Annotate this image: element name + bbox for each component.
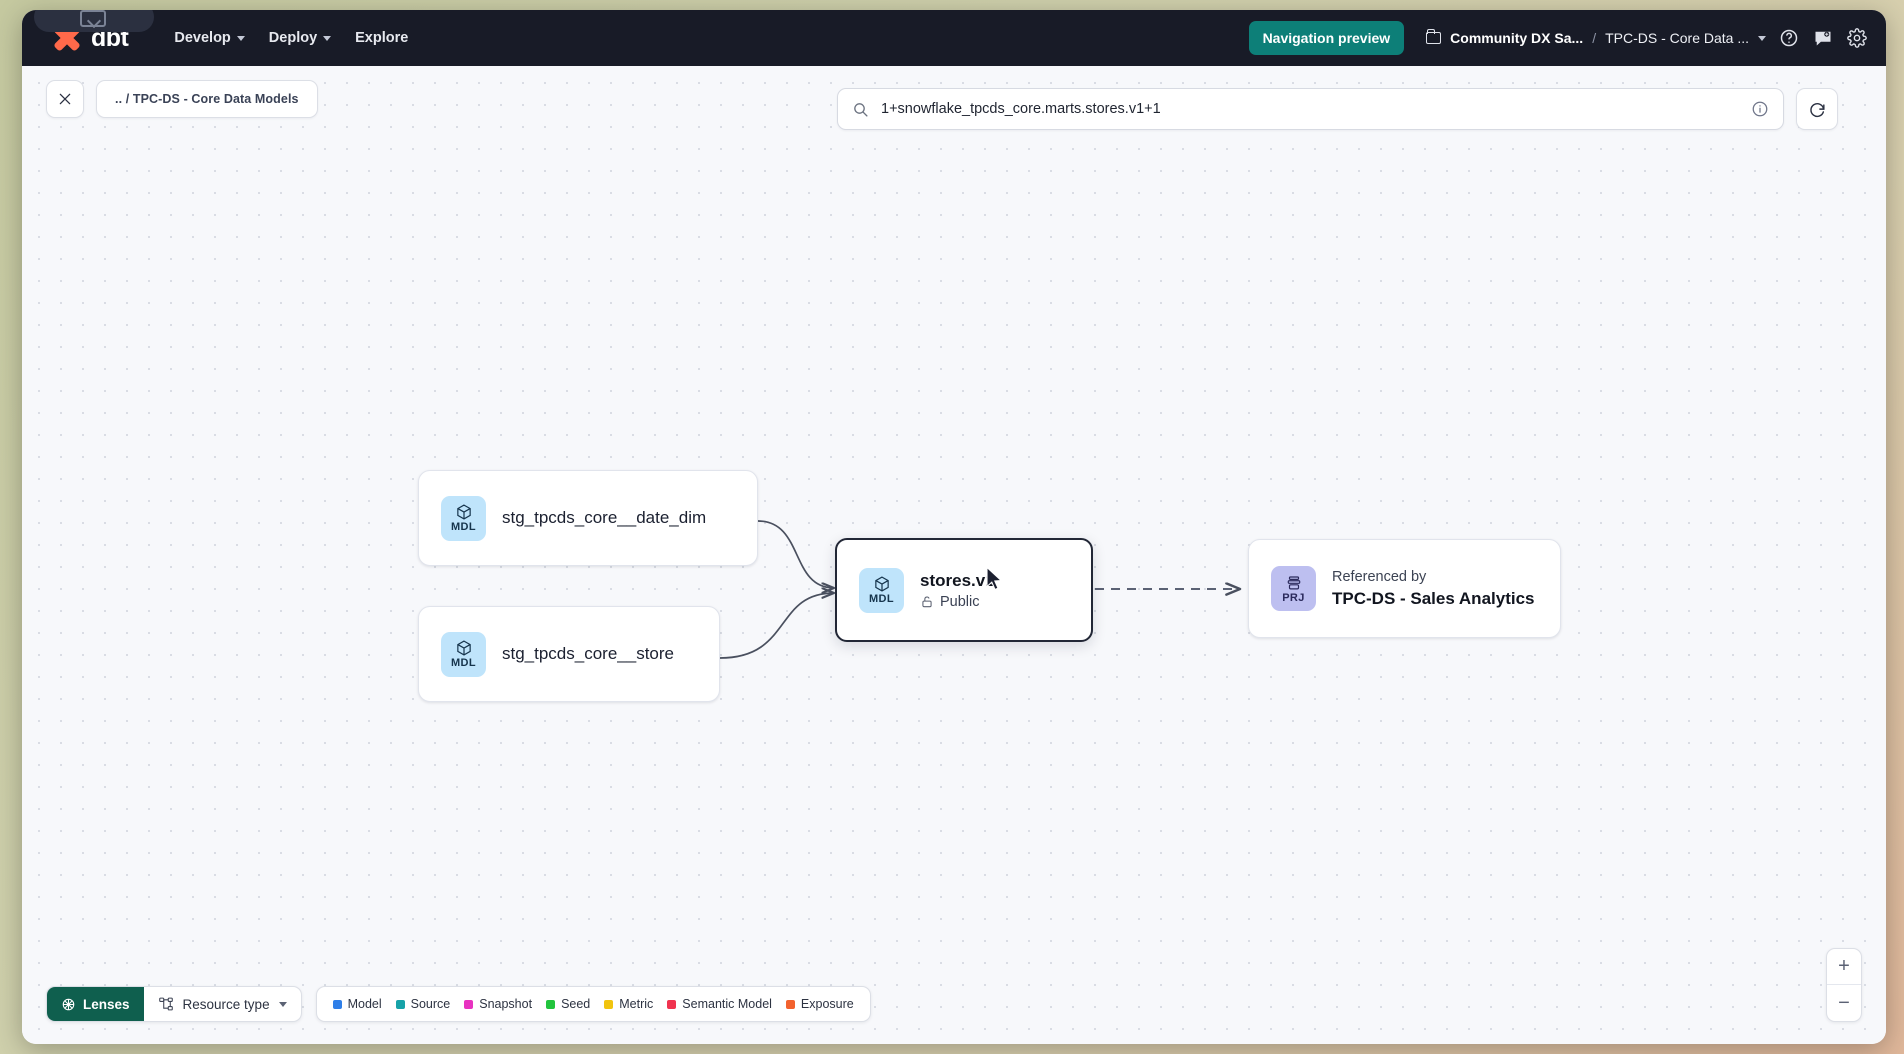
gear-icon[interactable]: [1846, 27, 1868, 49]
resource-type-legend: Model Source Snapshot Seed Metric: [315, 986, 871, 1022]
refresh-button[interactable]: [1796, 88, 1838, 130]
model-badge-label: MDL: [868, 593, 895, 605]
legend-swatch: [785, 999, 795, 1009]
node-access: Public: [920, 594, 995, 610]
legend-item-seed: Seed: [546, 997, 590, 1011]
lineage-toolbar: .. / TPC-DS - Core Data Models: [22, 66, 1886, 132]
graph-node-model-date-dim[interactable]: MDL stg_tpcds_core__date_dim: [418, 470, 758, 566]
chevron-down-icon: [236, 35, 245, 41]
legend-swatch: [332, 999, 342, 1009]
search-icon: [854, 102, 868, 117]
window-tab-stub[interactable]: [34, 10, 154, 32]
nav-item-explore-label: Explore: [355, 30, 409, 46]
node-text-group: Referenced by TPC-DS - Sales Analytics: [1332, 568, 1535, 610]
app-window: dbt Develop Deploy Explore Navigation pr…: [22, 10, 1886, 1044]
lineage-canvas[interactable]: MDL stg_tpcds_core__date_dim MDL stg_tpc…: [22, 66, 1886, 1044]
model-badge: MDL: [441, 631, 486, 677]
legend-item-snapshot: Snapshot: [464, 997, 532, 1011]
breadcrumb-account[interactable]: Community DX Sa...: [1450, 30, 1584, 46]
node-text-group: stores.v1 Public: [920, 570, 995, 610]
resource-type-dropdown[interactable]: Resource type: [144, 987, 301, 1021]
search-input[interactable]: [881, 101, 1751, 117]
model-badge-label: MDL: [450, 521, 477, 533]
node-label: stg_tpcds_core__date_dim: [502, 508, 707, 527]
resource-type-label: Resource type: [182, 996, 270, 1012]
project-badge-label: PRJ: [1282, 591, 1305, 604]
cube-icon: [456, 640, 471, 656]
legend-swatch: [546, 999, 556, 1009]
nav-item-explore[interactable]: Explore: [343, 22, 420, 54]
nav-item-develop[interactable]: Develop: [162, 22, 256, 54]
graph-node-model-store[interactable]: MDL stg_tpcds_core__store: [418, 606, 720, 702]
refresh-icon: [1809, 102, 1825, 117]
breadcrumb: Community DX Sa... / TPC-DS - Core Data …: [1426, 29, 1766, 46]
breadcrumb-button[interactable]: .. / TPC-DS - Core Data Models: [96, 80, 318, 118]
legend-label: Snapshot: [479, 997, 533, 1011]
legend-label: Model: [347, 997, 382, 1011]
zoom-out-button[interactable]: −: [1838, 991, 1850, 1014]
resource-type-icon: [158, 997, 173, 1011]
project-icon: [1287, 575, 1300, 589]
navigation-preview-button[interactable]: Navigation preview: [1248, 21, 1405, 55]
cube-icon: [874, 576, 889, 592]
legend-item-exposure: Exposure: [785, 997, 854, 1011]
lens-control-group: Lenses Resource type: [46, 986, 302, 1022]
node-access-label: Public: [940, 594, 980, 611]
node-project-name: TPC-DS - Sales Analytics: [1332, 589, 1535, 609]
nav-item-deploy[interactable]: Deploy: [257, 22, 343, 54]
model-badge: MDL: [859, 567, 904, 613]
node-label: stg_tpcds_core__store: [502, 644, 674, 663]
legend-swatch: [464, 999, 474, 1009]
lenses-label: Lenses: [83, 996, 130, 1012]
help-circle-icon[interactable]: [1778, 27, 1800, 49]
search-field-wrapper[interactable]: [837, 88, 1784, 130]
bottom-toolbar: Lenses Resource type Model: [46, 986, 871, 1022]
lens-icon: [62, 998, 75, 1010]
project-badge: PRJ: [1271, 566, 1316, 611]
zoom-in-button[interactable]: +: [1827, 949, 1861, 985]
legend-item-source: Source: [395, 997, 451, 1011]
lineage-edges: [719, 520, 1886, 659]
legend-label: Metric: [619, 997, 654, 1011]
legend-label: Exposure: [800, 997, 854, 1011]
window-restore-icon: [80, 10, 106, 27]
node-eyebrow: Referenced by: [1332, 568, 1427, 585]
lenses-button[interactable]: Lenses: [47, 987, 144, 1021]
close-icon: [59, 93, 71, 105]
graph-node-project-sales-analytics[interactable]: PRJ Referenced by TPC-DS - Sales Analyti…: [1248, 539, 1561, 638]
cube-icon: [456, 504, 471, 520]
graph-node-model-stores-v1[interactable]: MDL stores.v1 Public: [835, 538, 1093, 642]
nav-item-develop-label: Develop: [174, 30, 231, 46]
legend-swatch: [604, 999, 614, 1009]
chevron-down-icon: [323, 35, 332, 41]
nav-item-deploy-label: Deploy: [268, 30, 318, 46]
legend-label: Source: [410, 997, 451, 1011]
close-lineage-button[interactable]: [46, 80, 84, 118]
legend-swatch: [395, 999, 405, 1009]
info-circle-icon[interactable]: [1751, 100, 1769, 118]
legend-item-model: Model: [332, 997, 382, 1011]
model-badge-label: MDL: [450, 657, 477, 669]
legend-label: Seed: [561, 997, 591, 1011]
legend-label: Semantic Model: [682, 997, 772, 1011]
breadcrumb-project[interactable]: TPC-DS - Core Data ...: [1605, 30, 1749, 46]
legend-item-metric: Metric: [604, 997, 653, 1011]
model-badge: MDL: [441, 495, 486, 541]
unlock-icon: [922, 596, 932, 608]
chevron-down-icon: [278, 1001, 287, 1007]
breadcrumb-separator: /: [1592, 30, 1597, 46]
folder-icon: [1426, 29, 1442, 44]
node-title: stores.v1: [920, 570, 995, 590]
legend-item-semantic-model: Semantic Model: [667, 997, 772, 1011]
top-navigation-bar: dbt Develop Deploy Explore Navigation pr…: [22, 10, 1886, 66]
chevron-down-icon[interactable]: [1758, 35, 1766, 41]
lineage-search-group: [837, 88, 1838, 130]
zoom-controls: + −: [1826, 948, 1862, 1022]
feedback-icon[interactable]: [1812, 27, 1834, 49]
legend-swatch: [667, 999, 677, 1009]
